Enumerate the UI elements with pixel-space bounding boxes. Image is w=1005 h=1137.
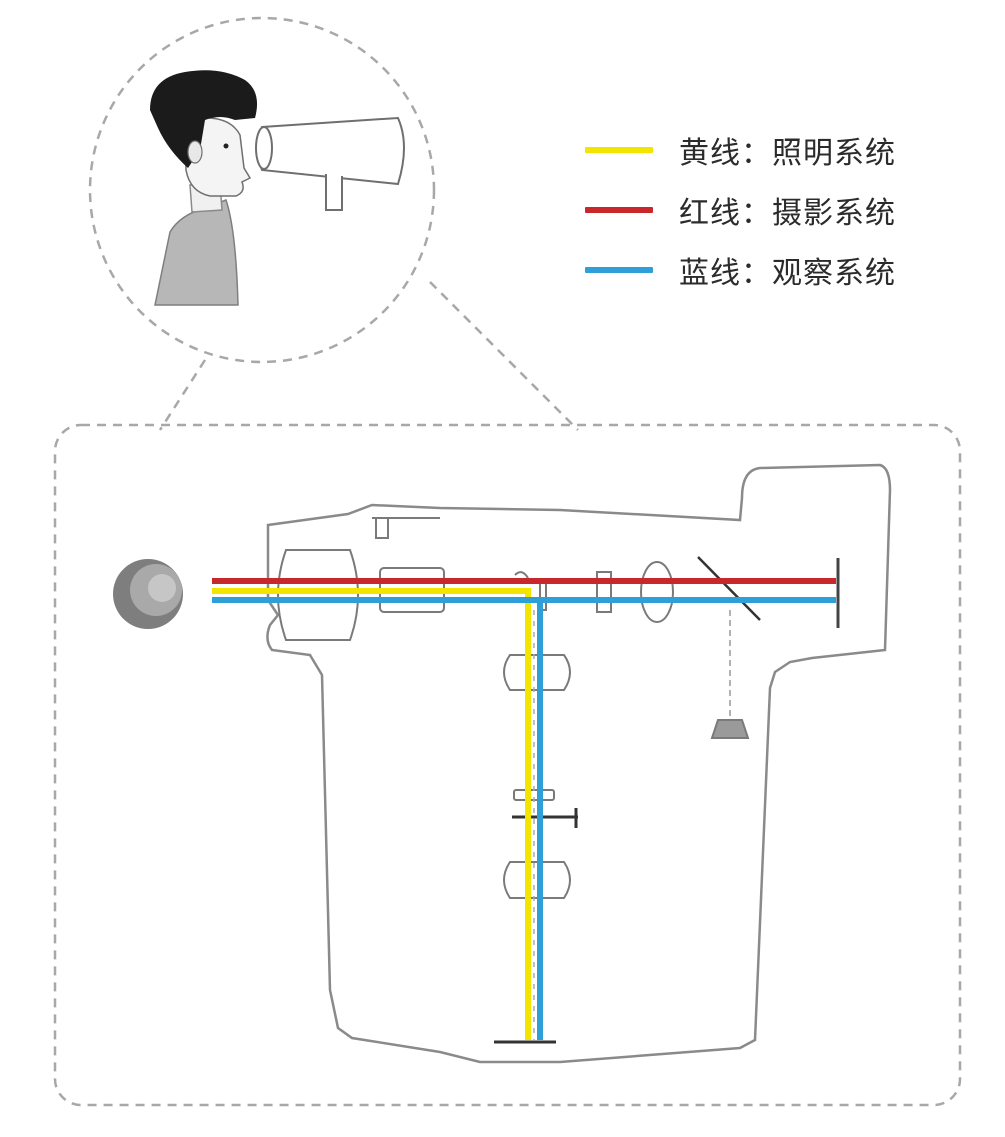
connector-left [158,359,207,431]
legend-label-illumination: 黄线：照明系统 [679,136,896,171]
light-paths [212,578,836,1040]
eyepiece-rim [255,126,273,170]
legend-item-illumination: 黄线：照明系统 [585,120,896,180]
device-frame [53,423,962,1107]
legend: 黄线：照明系统 红线：摄影系统 蓝线：观察系统 [585,120,896,300]
inset-circle [88,16,436,364]
flash-unit [710,719,750,739]
mirror-hook [514,571,529,579]
optical-components [277,517,840,1044]
legend-label-photography: 红线：摄影系统 [679,196,896,231]
splitter-mirror [697,556,761,621]
legend-item-photography: 红线：摄影系统 [585,180,896,240]
connector-right [429,281,579,431]
lens-lower-1 [503,654,571,691]
legend-swatch-blue [585,267,653,273]
observation-path [212,597,836,1040]
top-mount [375,517,389,539]
device-outline [266,463,892,1064]
person-ear [187,140,203,164]
eyepiece-tube [257,116,405,186]
lens-oval [640,561,674,623]
person-hair [150,70,258,168]
legend-item-observation: 蓝线：观察系统 [585,240,896,300]
legend-swatch-red [585,207,653,213]
objective-lens [277,549,359,641]
legend-label-observation: 蓝线：观察系统 [679,256,896,291]
patient-eye [113,559,183,629]
eyepiece-handle [325,174,343,211]
lens-lower-2 [503,861,571,899]
person-inset [88,16,579,431]
legend-swatch-yellow [585,147,653,153]
person-shirt [154,199,239,306]
person-eye [223,143,229,149]
illumination-path [212,588,531,1040]
